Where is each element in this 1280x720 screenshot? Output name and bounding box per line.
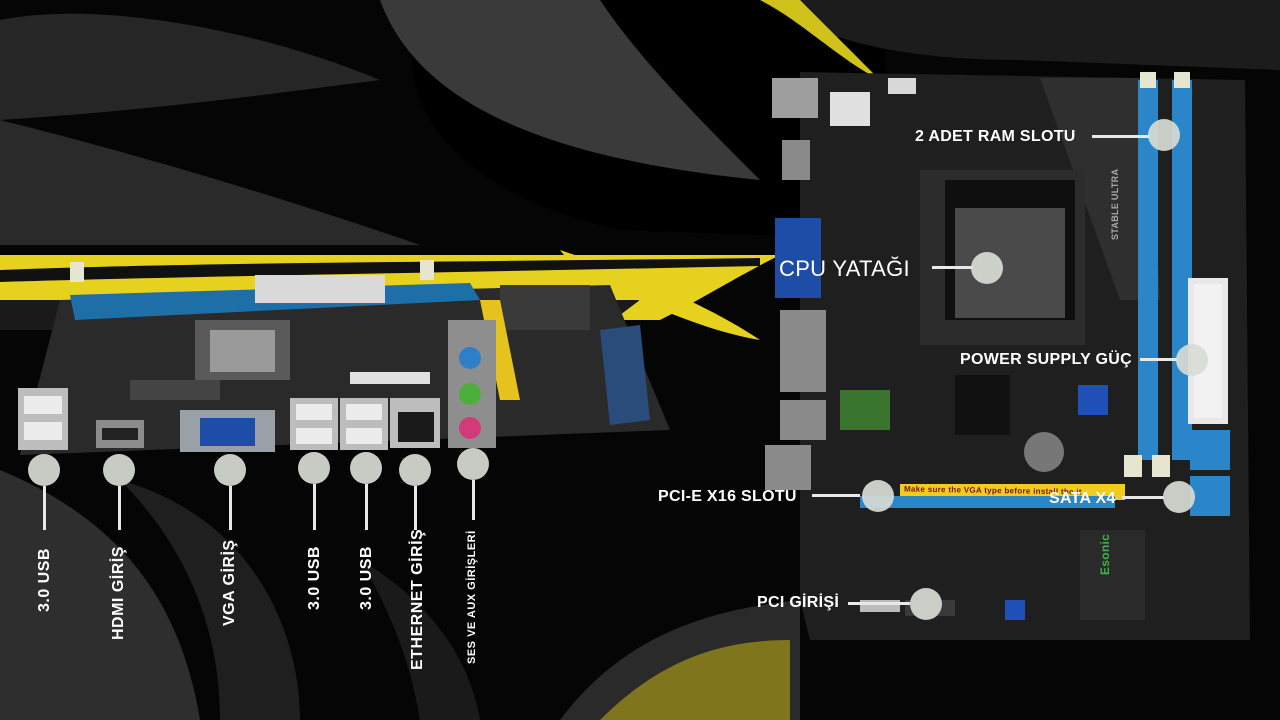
marker-dot	[910, 588, 942, 620]
usb-left-label: 3.0 USB	[36, 548, 53, 612]
marker-dot	[1163, 481, 1195, 513]
audio-label: SES VE AUX GİRİŞLERİ	[466, 530, 478, 664]
pci-label: PCI GİRİŞİ	[757, 594, 840, 611]
marker-dot	[350, 452, 382, 484]
marker-line	[1140, 358, 1178, 361]
marker-stem	[365, 484, 368, 530]
hdmi-label: HDMI GİRİŞ	[110, 546, 127, 640]
usb-mid-2-label: 3.0 USB	[358, 546, 375, 610]
marker-dot	[457, 448, 489, 480]
marker-dot	[971, 252, 1003, 284]
sata-label: SATA X4	[1049, 490, 1116, 507]
marker-line	[848, 602, 910, 605]
marker-dot	[399, 454, 431, 486]
marker-dot	[28, 454, 60, 486]
cpu-label: CPU YATAĞI	[779, 256, 910, 281]
marker-stem	[229, 486, 232, 530]
marker-dot	[1176, 344, 1208, 376]
usb-mid-1-label: 3.0 USB	[306, 546, 323, 610]
marker-dot	[1148, 119, 1180, 151]
ethernet-label: ETHERNET GİRİŞ	[409, 528, 426, 670]
marker-line	[1092, 135, 1150, 138]
marker-dot	[298, 452, 330, 484]
vga-label: VGA GİRİŞ	[221, 539, 238, 626]
marker-stem	[118, 486, 121, 530]
marker-line	[1122, 496, 1164, 499]
marker-stem	[313, 484, 316, 530]
marker-stem	[414, 486, 417, 530]
ram-label: 2 ADET RAM SLOTU	[915, 128, 1076, 145]
marker-dot	[103, 454, 135, 486]
marker-dot	[862, 480, 894, 512]
io-motherboard	[18, 260, 670, 455]
marker-stem	[43, 486, 46, 530]
power-label: POWER SUPPLY GÜÇ	[960, 351, 1132, 368]
marker-line	[932, 266, 974, 269]
marker-dot	[214, 454, 246, 486]
marker-stem	[472, 480, 475, 520]
pcie-label: PCI-E X16 SLOTU	[658, 488, 797, 505]
marker-line	[812, 494, 860, 497]
brand-logo-text: Esonic	[1098, 533, 1112, 575]
stable-ultra-text: STABLE ULTRA	[1110, 168, 1120, 240]
